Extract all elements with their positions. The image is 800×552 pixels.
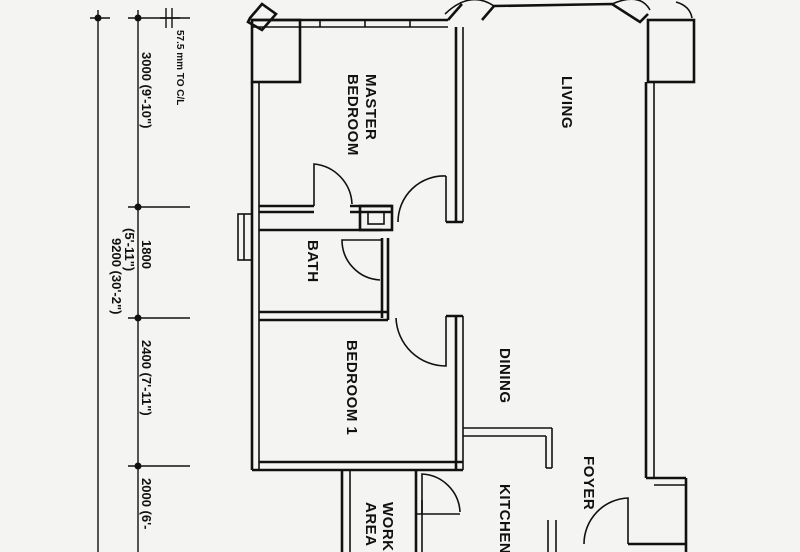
dimension-bedroom1: 2400 (7'-11") <box>139 340 154 416</box>
doors <box>313 163 629 545</box>
dimension-total: 9200 (30'-2") <box>109 238 124 314</box>
label-master-bedroom-2: BEDROOM <box>344 74 361 156</box>
label-master-bedroom-1: MASTER <box>362 74 379 140</box>
label-kitchen: KITCHEN <box>496 484 513 552</box>
label-work-area-1: WORK <box>379 502 396 552</box>
dimension-bath: 1800 <box>139 240 154 269</box>
dimension-master: 3000 (9'-10") <box>139 52 154 128</box>
label-work-area-2: AREA <box>362 502 379 547</box>
dimension-note: 57.5 mm TO C/L <box>174 30 185 105</box>
label-living: LIVING <box>558 76 575 129</box>
dimension-kitchen: 2000 (6'- <box>139 478 154 530</box>
label-foyer: FOYER <box>580 456 597 510</box>
walls <box>237 0 696 552</box>
dimension-bath-imperial: (5'-11") <box>122 228 137 271</box>
room-labels: MASTER BEDROOM LIVING BATH BEDROOM 1 DIN… <box>304 74 597 552</box>
label-dining: DINING <box>496 348 513 404</box>
label-bedroom-1: BEDROOM 1 <box>343 340 360 435</box>
dimension-lines <box>90 8 190 552</box>
label-bath: BATH <box>304 240 321 283</box>
dimension-labels: 57.5 mm TO C/L 3000 (9'-10") 1800 (5'-11… <box>109 30 185 530</box>
